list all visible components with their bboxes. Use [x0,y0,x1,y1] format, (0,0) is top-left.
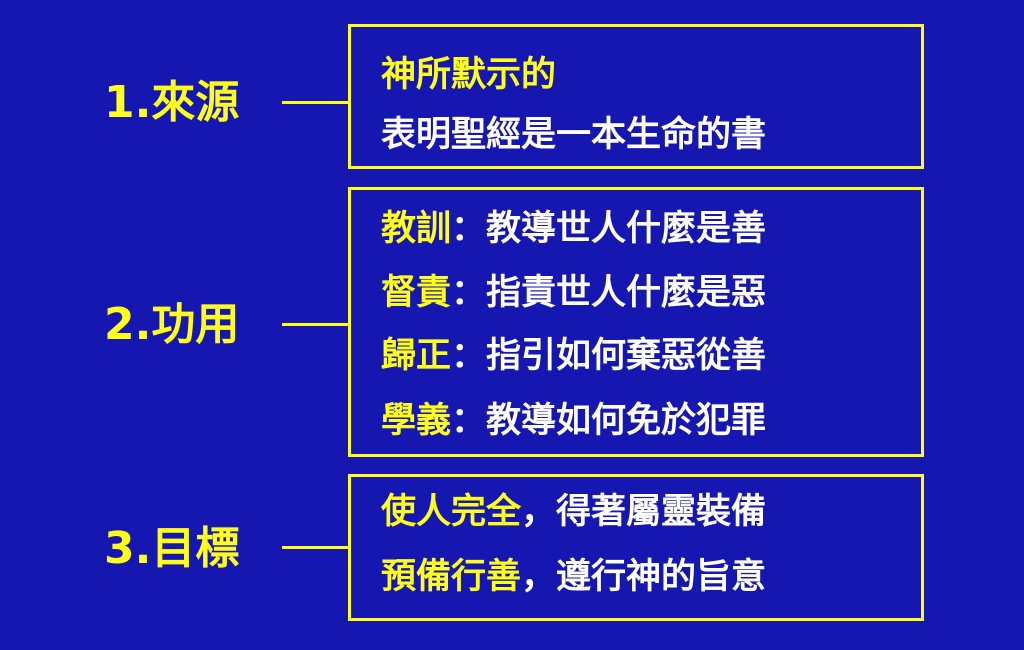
goal-box: 使人完全，得著屬靈裝備 預備行善，遵行神的旨意 [348,474,924,621]
connector-line [282,323,348,326]
connector-line [282,101,348,104]
line-text: 指責世人什麼是惡 [486,273,767,313]
line-key: 督責 [381,273,452,313]
function-box: 教訓：教導世人什麼是善 督責：指責世人什麼是惡 歸正：指引如何棄惡從善 學義：教… [348,187,924,457]
line-separator: ： [451,336,487,376]
line-text: 遵行神的旨意 [556,557,767,597]
box-line: 督責：指責世人什麼是惡 [381,273,766,313]
line-text: 表明聖經是一本生命的書 [381,115,767,155]
box-line: 學義：教導如何免於犯罪 [381,401,766,441]
connector-line [282,546,348,549]
line-key: 神所默示的 [381,55,557,95]
box-line: 教訓：教導世人什麼是善 [381,209,766,249]
line-separator: ， [521,492,557,532]
section-label-goal: 3.目標 [104,523,240,574]
box-line: 預備行善，遵行神的旨意 [381,557,766,597]
section-label-source: 1.來源 [104,77,240,128]
source-box: 神所默示的 表明聖經是一本生命的書 [348,24,924,169]
line-separator: ： [451,401,487,441]
box-line: 使人完全，得著屬靈裝備 [381,492,766,532]
line-key: 教訓 [381,209,452,249]
line-separator: ， [521,557,557,597]
line-key: 預備行善 [381,557,522,597]
line-key: 使人完全 [381,492,522,532]
line-key: 歸正 [381,336,452,376]
line-text: 教導世人什麼是善 [486,209,767,249]
line-text: 得著屬靈裝備 [556,492,767,532]
line-separator: ： [451,209,487,249]
box-line: 表明聖經是一本生命的書 [381,115,766,155]
line-key: 學義 [381,401,452,441]
line-text: 教導如何免於犯罪 [486,401,767,441]
section-label-function: 2.功用 [104,299,240,350]
box-line: 歸正：指引如何棄惡從善 [381,336,766,376]
line-separator: ： [451,273,487,313]
box-line: 神所默示的 [381,55,556,95]
line-text: 指引如何棄惡從善 [486,336,767,376]
